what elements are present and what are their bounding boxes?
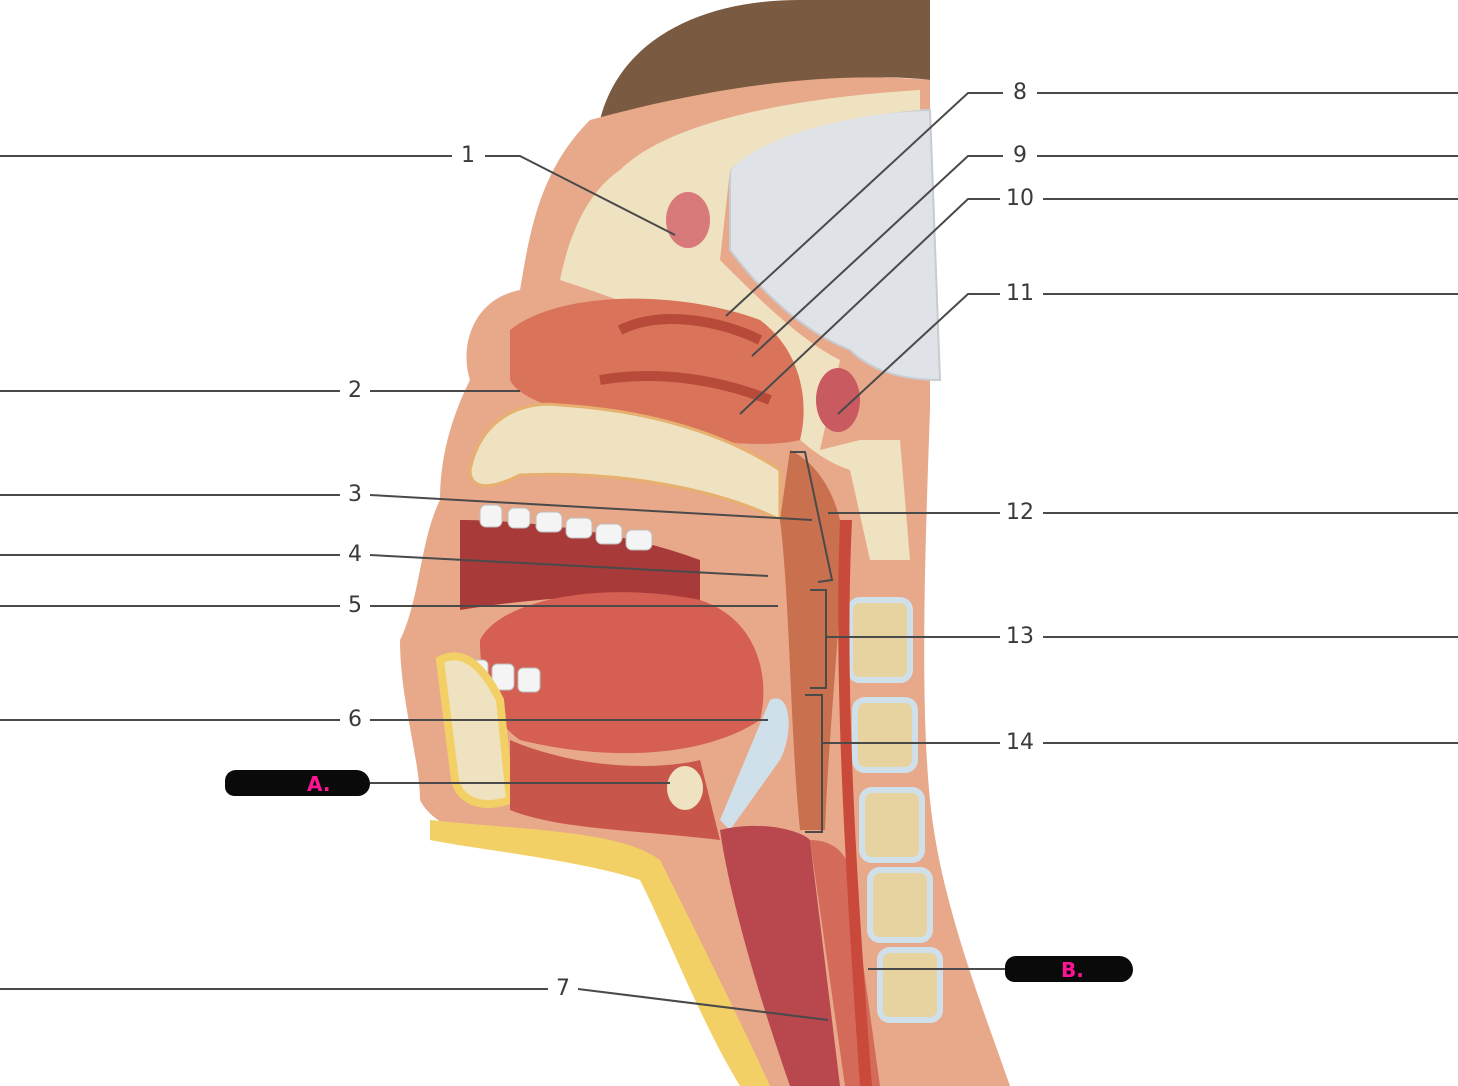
- upper-teeth: [479, 504, 653, 551]
- hard-palate: [468, 402, 782, 523]
- label-3: 3: [344, 483, 366, 507]
- marker-b: B.: [1005, 956, 1133, 982]
- label-5: 5: [344, 594, 366, 618]
- mandible: [435, 652, 515, 808]
- label-13: 13: [1002, 625, 1038, 649]
- bracket-12: [790, 451, 834, 583]
- leader-lines: [0, 92, 1458, 1021]
- sphenoid-sinus: [816, 368, 860, 432]
- pharynx: [780, 450, 842, 830]
- label-11: 11: [1002, 282, 1038, 306]
- marker-b-text: B.: [1061, 958, 1084, 982]
- label-2: 2: [344, 379, 366, 403]
- label-7: 7: [552, 977, 574, 1001]
- label-4: 4: [344, 543, 366, 567]
- label-12: 12: [1002, 501, 1038, 525]
- spinal-cord: [838, 520, 872, 1086]
- larynx-trachea: [720, 825, 840, 1086]
- label-1: 1: [457, 144, 479, 168]
- label-9: 9: [1009, 144, 1031, 168]
- anterior-neck-fat: [430, 820, 770, 1086]
- marker-a: A.: [225, 770, 370, 796]
- epiglottis: [720, 698, 789, 830]
- frontal-sinus: [666, 192, 710, 248]
- mouth-floor-muscle: [510, 740, 720, 840]
- tongue: [480, 592, 764, 754]
- hair: [600, 0, 930, 120]
- label-14: 14: [1002, 731, 1038, 755]
- label-10: 10: [1002, 187, 1038, 211]
- hyoid-bone: [667, 766, 703, 810]
- bracket-13: [810, 589, 827, 689]
- label-8: 8: [1009, 81, 1031, 105]
- marker-a-text: A.: [307, 772, 331, 796]
- cervical-vertebrae: [847, 597, 943, 1023]
- label-6: 6: [344, 708, 366, 732]
- nasal-conchae: [599, 314, 772, 405]
- bracket-14: [805, 694, 823, 833]
